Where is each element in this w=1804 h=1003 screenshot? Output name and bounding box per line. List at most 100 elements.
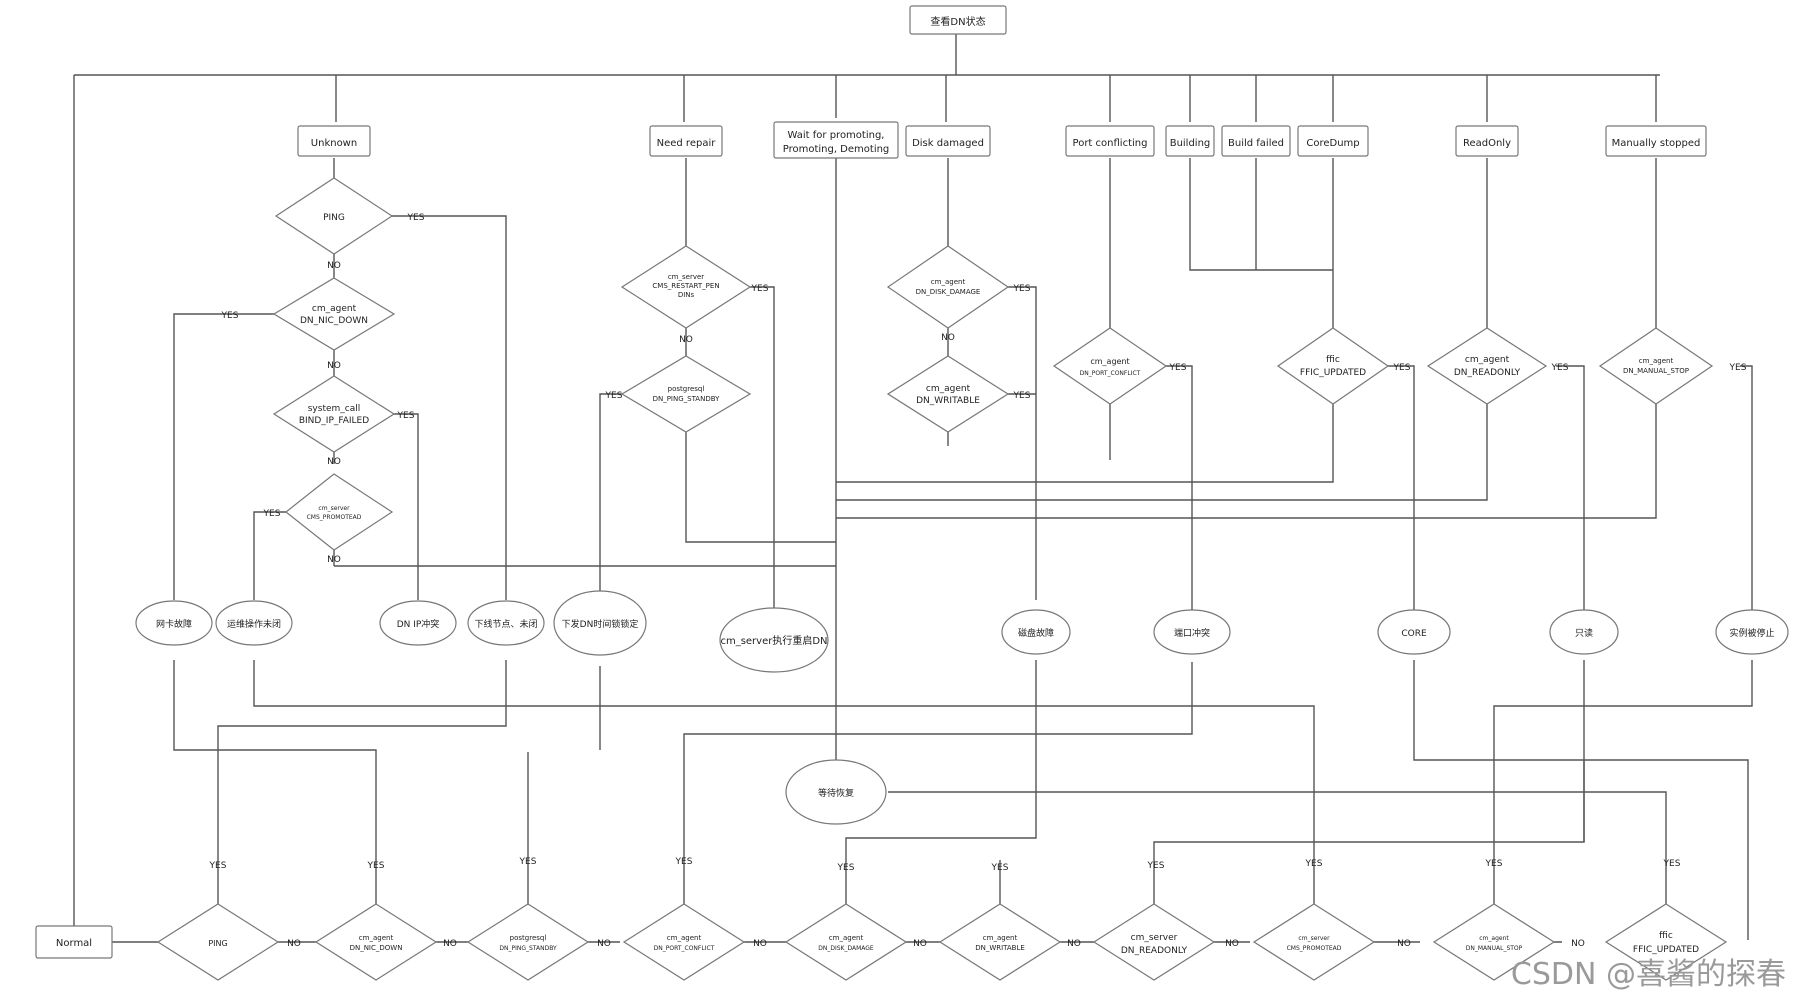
svg-text:DN_PORT_CONFLICT: DN_PORT_CONFLICT <box>654 945 715 952</box>
edge-yes: YES <box>209 861 227 871</box>
svg-text:cm_agent: cm_agent <box>829 934 864 942</box>
svg-text:FFIC_UPDATED: FFIC_UPDATED <box>1633 945 1699 955</box>
edge-no: NO <box>287 939 301 949</box>
state-readonly: ReadOnly <box>1455 125 1519 157</box>
svg-text:cm_server: cm_server <box>668 273 704 281</box>
edge-yes: YES <box>1169 363 1187 373</box>
svg-text:cm_agent: cm_agent <box>926 384 971 394</box>
result-node-fault: 下线节点、未闭 <box>467 600 545 646</box>
svg-text:DN_DISK_DAMAGE: DN_DISK_DAMAGE <box>818 945 874 952</box>
edge-labels: YES NO YES NO YES NO YES NO YES NO YES Y… <box>209 213 1747 949</box>
svg-text:DN IP冲突: DN IP冲突 <box>397 618 440 630</box>
state-coredump: CoreDump <box>1297 125 1369 157</box>
edge-yes: YES <box>1551 363 1569 373</box>
state-boxes: Unknown Need repair Wait for promoting,P… <box>297 121 1707 159</box>
svg-text:cm_server: cm_server <box>1298 935 1330 942</box>
state-disk-damaged: Disk damaged <box>905 125 991 157</box>
state-wait-promoting: Wait for promoting,Promoting, Demoting <box>773 121 899 159</box>
result-ellipses: 网卡故障 运维操作未闭 DN IP冲突 下线节点、未闭 下发DN时间锁锁定 cm… <box>135 590 1789 825</box>
edge-no: NO <box>753 939 767 949</box>
decision-ping: PING <box>274 177 394 255</box>
svg-text:ffic: ffic <box>1659 931 1673 941</box>
svg-text:DN_WRITABLE: DN_WRITABLE <box>916 396 980 406</box>
svg-text:DN_PING_STANDBY: DN_PING_STANDBY <box>499 945 557 952</box>
svg-text:ffic: ffic <box>1326 355 1340 365</box>
edge-yes: YES <box>1013 284 1031 294</box>
result-wait: 等待恢复 <box>785 759 887 825</box>
svg-text:cm_server执行重启DN: cm_server执行重启DN <box>720 634 827 647</box>
svg-text:CoreDump: CoreDump <box>1306 138 1359 149</box>
svg-text:下发DN时间锁锁定: 下发DN时间锁锁定 <box>562 618 639 630</box>
svg-text:Wait for promoting,: Wait for promoting, <box>788 130 885 141</box>
edge-yes: YES <box>407 213 425 223</box>
edge-no: NO <box>679 335 693 345</box>
svg-text:CORE: CORE <box>1401 629 1427 639</box>
watermark: CSDN @喜酱的探春 <box>1510 957 1786 992</box>
svg-text:PING: PING <box>323 213 345 223</box>
result-core: CORE <box>1377 609 1451 655</box>
svg-text:DN_READONLY: DN_READONLY <box>1454 368 1521 378</box>
edge-yes: YES <box>1147 861 1165 871</box>
edge-yes: YES <box>519 857 537 867</box>
svg-text:cm_agent: cm_agent <box>983 934 1018 942</box>
svg-text:PING: PING <box>208 939 227 948</box>
edge-no: NO <box>327 555 341 565</box>
svg-text:cm_server: cm_server <box>318 505 350 512</box>
svg-text:Port conflicting: Port conflicting <box>1073 138 1148 149</box>
result-readonly: 只读 <box>1549 609 1619 655</box>
edge-yes: YES <box>1729 363 1747 373</box>
svg-text:cm_agent: cm_agent <box>312 304 357 314</box>
edge-yes: YES <box>1305 859 1323 869</box>
state-port-conflicting: Port conflicting <box>1065 125 1155 157</box>
connector-lines <box>73 33 1753 943</box>
svg-text:CMS_PROMOTEAD: CMS_PROMOTEAD <box>1287 945 1342 952</box>
edge-yes: YES <box>1013 391 1031 401</box>
edge-no: NO <box>1397 939 1411 949</box>
svg-text:Unknown: Unknown <box>311 138 357 149</box>
bottom-normal: Normal <box>35 925 113 959</box>
edge-no: NO <box>941 333 955 343</box>
state-build-failed: Build failed <box>1221 125 1291 157</box>
edge-no: NO <box>443 939 457 949</box>
svg-text:Manually stopped: Manually stopped <box>1612 138 1701 149</box>
svg-text:实例被停止: 实例被停止 <box>1729 627 1774 639</box>
svg-text:等待恢复: 等待恢复 <box>818 787 854 799</box>
edge-no: NO <box>597 939 611 949</box>
edge-yes: YES <box>221 311 239 321</box>
edge-yes: YES <box>1485 859 1503 869</box>
result-disk-fault: 磁盘故障 <box>1001 609 1071 655</box>
svg-text:cm_agent: cm_agent <box>1090 357 1129 366</box>
svg-text:cm_agent: cm_agent <box>359 934 394 942</box>
result-manual-stop: 实例被停止 <box>1715 609 1789 655</box>
state-manually-stopped: Manually stopped <box>1605 125 1707 157</box>
svg-text:CMS_PROMOTEAD: CMS_PROMOTEAD <box>307 514 362 521</box>
svg-text:DN_NIC_DOWN: DN_NIC_DOWN <box>350 944 403 952</box>
edge-yes: YES <box>1393 363 1411 373</box>
result-ip-conflict: DN IP冲突 <box>379 600 457 646</box>
edge-no: NO <box>1067 939 1081 949</box>
svg-text:cm_agent: cm_agent <box>1639 357 1674 365</box>
svg-text:网卡故障: 网卡故障 <box>156 618 192 630</box>
svg-text:cm_agent: cm_agent <box>1465 355 1510 365</box>
svg-text:磁盘故障: 磁盘故障 <box>1018 627 1054 639</box>
edge-yes: YES <box>263 509 281 519</box>
svg-text:Normal: Normal <box>56 938 92 949</box>
svg-text:运维操作未闭: 运维操作未闭 <box>227 618 281 630</box>
edge-no: NO <box>327 261 341 271</box>
edge-no: NO <box>913 939 927 949</box>
